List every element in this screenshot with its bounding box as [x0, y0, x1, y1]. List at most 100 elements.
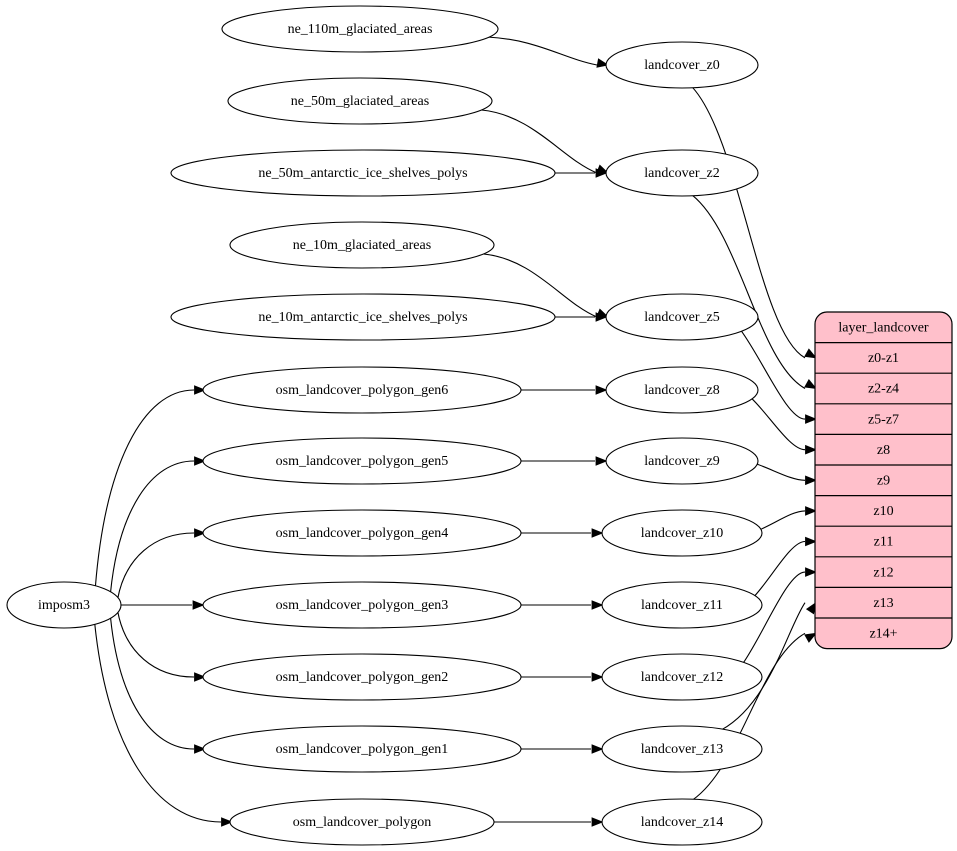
node-label-landcover_z2: landcover_z2: [644, 166, 719, 181]
arrow-head: [194, 385, 207, 395]
edge-z2-to-row-z2z4: [692, 194, 806, 389]
node-landcover_z5[interactable]: landcover_z5: [605, 293, 759, 341]
node-label-ne_10m_antarctic_ice_shelves_polys: ne_10m_antarctic_ice_shelves_polys: [258, 310, 467, 325]
node-ellipse-osm_landcover_polygon_gen3: [202, 581, 522, 629]
arrow-head: [194, 528, 207, 538]
node-osm_landcover_polygon_gen1[interactable]: osm_landcover_polygon_gen1: [202, 725, 522, 773]
layer-table-row-label-z14+: z14+: [869, 627, 897, 642]
edge-imposm3-to-gen1: [109, 617, 195, 750]
node-ellipse-ne_110m_glaciated_areas: [221, 5, 499, 53]
layer-table-row-label-z8: z8: [877, 443, 890, 458]
node-osm_landcover_polygon_gen4[interactable]: osm_landcover_polygon_gen4: [202, 509, 522, 557]
node-ellipse-osm_landcover_polygon_gen1: [202, 725, 522, 773]
arrow-head: [192, 600, 205, 610]
layer-table-header: layer_landcover: [838, 321, 929, 336]
node-landcover_z10[interactable]: landcover_z10: [601, 509, 763, 557]
arrow-head: [591, 744, 604, 754]
node-ne_50m_antarctic_ice_shelves_polys[interactable]: ne_50m_antarctic_ice_shelves_polys: [170, 149, 556, 197]
node-ellipse-osm_landcover_polygon_gen6: [202, 366, 522, 414]
node-label-landcover_z5: landcover_z5: [644, 310, 719, 325]
node-label-osm_landcover_polygon_gen4: osm_landcover_polygon_gen4: [276, 526, 449, 541]
node-label-landcover_z8: landcover_z8: [644, 383, 719, 398]
arrow-head: [804, 379, 817, 390]
node-ne_110m_glaciated_areas[interactable]: ne_110m_glaciated_areas: [221, 5, 499, 53]
arrow-head: [805, 567, 818, 577]
node-ellipse-landcover_z8: [605, 366, 759, 414]
arrow-head: [591, 528, 604, 538]
node-label-landcover_z11: landcover_z11: [641, 598, 723, 613]
arrow-head: [805, 506, 818, 516]
edge-z12-to-row-z12: [742, 571, 806, 664]
node-landcover_z13[interactable]: landcover_z13: [601, 725, 763, 773]
node-label-osm_landcover_polygon_gen1: osm_landcover_polygon_gen1: [276, 742, 449, 757]
node-label-osm_landcover_polygon_gen5: osm_landcover_polygon_gen5: [276, 454, 449, 469]
node-label-landcover_z14: landcover_z14: [641, 815, 723, 830]
node-ellipse-landcover_z10: [601, 509, 763, 557]
node-label-ne_10m_glaciated_areas: ne_10m_glaciated_areas: [293, 238, 431, 253]
node-landcover_z9[interactable]: landcover_z9: [605, 437, 759, 485]
node-landcover_z8[interactable]: landcover_z8: [605, 366, 759, 414]
arrow-head: [804, 348, 817, 359]
node-ne_10m_glaciated_areas[interactable]: ne_10m_glaciated_areas: [229, 221, 495, 269]
node-landcover_z12[interactable]: landcover_z12: [601, 653, 763, 701]
arrow-head: [194, 672, 207, 682]
arrow-head: [805, 475, 818, 486]
node-ellipse-landcover_z9: [605, 437, 759, 485]
layer-table-body: [814, 311, 953, 650]
node-label-ne_110m_glaciated_areas: ne_110m_glaciated_areas: [288, 22, 433, 37]
node-label-landcover_z9: landcover_z9: [644, 454, 719, 469]
node-osm_landcover_polygon[interactable]: osm_landcover_polygon: [229, 798, 495, 846]
edge-ne10m-to-z5: [483, 253, 598, 318]
edge-imposm3-to-gen2: [117, 611, 195, 678]
node-osm_landcover_polygon_gen6[interactable]: osm_landcover_polygon_gen6: [202, 366, 522, 414]
layer-table-row-label-z10: z10: [873, 504, 893, 519]
edge-imposm3-to-gen6: [94, 389, 195, 587]
node-ellipse-ne_10m_antarctic_ice_shelves_polys: [170, 293, 556, 341]
edge-ne110m-to-z0: [486, 36, 598, 66]
node-label-osm_landcover_polygon_gen6: osm_landcover_polygon_gen6: [276, 383, 449, 398]
node-ellipse-ne_10m_glaciated_areas: [229, 221, 495, 269]
node-label-ne_50m_antarctic_ice_shelves_polys: ne_50m_antarctic_ice_shelves_polys: [258, 166, 467, 181]
node-ellipse-landcover_z13: [601, 725, 763, 773]
node-ellipse-osm_landcover_polygon: [229, 798, 495, 846]
node-ellipse-landcover_z11: [601, 581, 763, 629]
arrow-head: [194, 456, 207, 466]
layer-landcover-table: layer_landcoverz0-z1z2-z4z5-z7z8z9z10z11…: [814, 311, 953, 650]
node-label-ne_50m_glaciated_areas: ne_50m_glaciated_areas: [291, 94, 429, 109]
node-ellipse-ne_50m_glaciated_areas: [227, 77, 493, 125]
node-imposm3[interactable]: imposm3: [6, 581, 122, 629]
node-label-osm_landcover_polygon_gen3: osm_landcover_polygon_gen3: [276, 598, 449, 613]
node-ellipse-osm_landcover_polygon_gen5: [202, 437, 522, 485]
node-ne_50m_glaciated_areas[interactable]: ne_50m_glaciated_areas: [227, 77, 493, 125]
edge-z0-to-row-z0z1: [692, 86, 806, 359]
arrow-head: [595, 168, 608, 178]
edge-imposm3-to-polygon: [94, 623, 222, 823]
node-label-imposm3: imposm3: [38, 598, 90, 613]
node-ellipse-osm_landcover_polygon_gen4: [202, 509, 522, 557]
arrow-head: [591, 817, 604, 827]
node-ellipse-imposm3: [6, 581, 122, 629]
edge-z10-to-row-z10: [758, 510, 806, 531]
node-landcover_z11[interactable]: landcover_z11: [601, 581, 763, 629]
node-osm_landcover_polygon_gen3[interactable]: osm_landcover_polygon_gen3: [202, 581, 522, 629]
edge-z5-to-row-z5z7: [740, 330, 806, 420]
arrow-head: [595, 385, 608, 395]
arrow-head: [221, 817, 234, 827]
arrow-head: [595, 312, 608, 322]
edge-z11-to-row-z11: [753, 540, 806, 598]
arrow-head: [595, 456, 608, 466]
layer-table-row-label-z0-z1: z0-z1: [868, 351, 899, 366]
node-ne_10m_antarctic_ice_shelves_polys[interactable]: ne_10m_antarctic_ice_shelves_polys: [170, 293, 556, 341]
node-label-osm_landcover_polygon: osm_landcover_polygon: [293, 815, 431, 830]
node-ellipse-landcover_z14: [601, 798, 763, 846]
node-landcover_z0[interactable]: landcover_z0: [605, 41, 759, 89]
node-label-landcover_z13: landcover_z13: [641, 742, 723, 757]
node-osm_landcover_polygon_gen2[interactable]: osm_landcover_polygon_gen2: [202, 653, 522, 701]
edge-z9-to-row-z9: [755, 463, 806, 481]
edges-layer: [94, 36, 818, 827]
node-osm_landcover_polygon_gen5[interactable]: osm_landcover_polygon_gen5: [202, 437, 522, 485]
node-label-osm_landcover_polygon_gen2: osm_landcover_polygon_gen2: [276, 670, 449, 685]
node-landcover_z14[interactable]: landcover_z14: [601, 798, 763, 846]
node-landcover_z2[interactable]: landcover_z2: [605, 149, 759, 197]
arrow-head: [805, 444, 818, 455]
